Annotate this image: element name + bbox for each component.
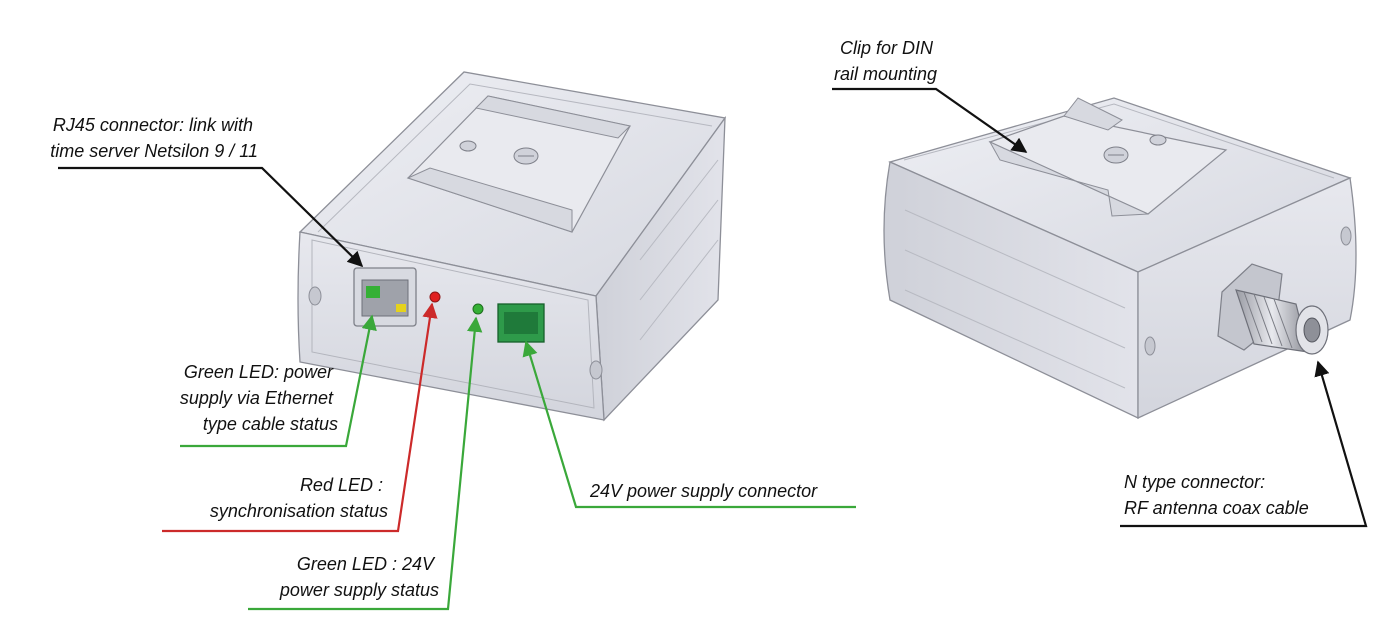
n-connector-label-line-1: N type connector: <box>1124 472 1265 492</box>
green-poe-label-line-1: Green LED: power <box>184 362 334 382</box>
rj45-label-line-1: RJ45 connector: link with <box>53 115 253 135</box>
red-led-label: Red LED : synchronisation status <box>210 475 388 521</box>
green-poe-label-line-2: supply via Ethernet <box>180 388 334 408</box>
rj45-label-line-2: time server Netsilon 9 / 11 <box>50 141 258 161</box>
din-rail-clip-left <box>406 95 632 233</box>
green-24v-label-line-1: Green LED : 24V <box>297 554 436 574</box>
left-device <box>297 71 727 422</box>
power-connector-label: 24V power supply connector <box>589 481 818 501</box>
green-poe-label-line-3: type cable status <box>203 414 338 434</box>
n-connector-label: N type connector: RF antenna coax cable <box>1124 472 1309 518</box>
terminal-block <box>497 303 545 343</box>
green-poe-leader-line <box>180 314 377 448</box>
n-connector-leader-line <box>1120 360 1368 528</box>
right-device-side-face <box>883 161 1139 420</box>
right-device <box>883 97 1357 420</box>
green-24v-leader-line <box>248 316 483 611</box>
red-led-leader-line <box>162 302 438 533</box>
n-type-connector <box>1217 263 1329 355</box>
din-clip-leader-line <box>832 87 1028 153</box>
green-poe-label: Green LED: power supply via Ethernet typ… <box>180 362 338 434</box>
power-connector-leader-line <box>522 340 856 509</box>
rj45-leader-line <box>58 166 364 268</box>
rj45-port <box>353 267 417 327</box>
power-connector-label-line-1: 24V power supply connector <box>589 481 818 501</box>
green-24v-label: Green LED : 24V power supply status <box>279 554 439 600</box>
red-led-label-line-1: Red LED : <box>300 475 383 495</box>
red-led <box>429 291 441 303</box>
din-clip-label: Clip for DIN rail mounting <box>834 38 938 84</box>
n-connector-label-line-2: RF antenna coax cable <box>1124 498 1309 518</box>
green-24v-label-line-2: power supply status <box>279 580 439 600</box>
green-led <box>472 303 484 315</box>
red-led-label-line-2: synchronisation status <box>210 501 388 521</box>
din-rail-clip-right <box>988 97 1228 217</box>
rj45-label: RJ45 connector: link with time server Ne… <box>50 115 258 161</box>
din-clip-label-line-2: rail mounting <box>834 64 937 84</box>
din-clip-label-line-1: Clip for DIN <box>840 38 934 58</box>
